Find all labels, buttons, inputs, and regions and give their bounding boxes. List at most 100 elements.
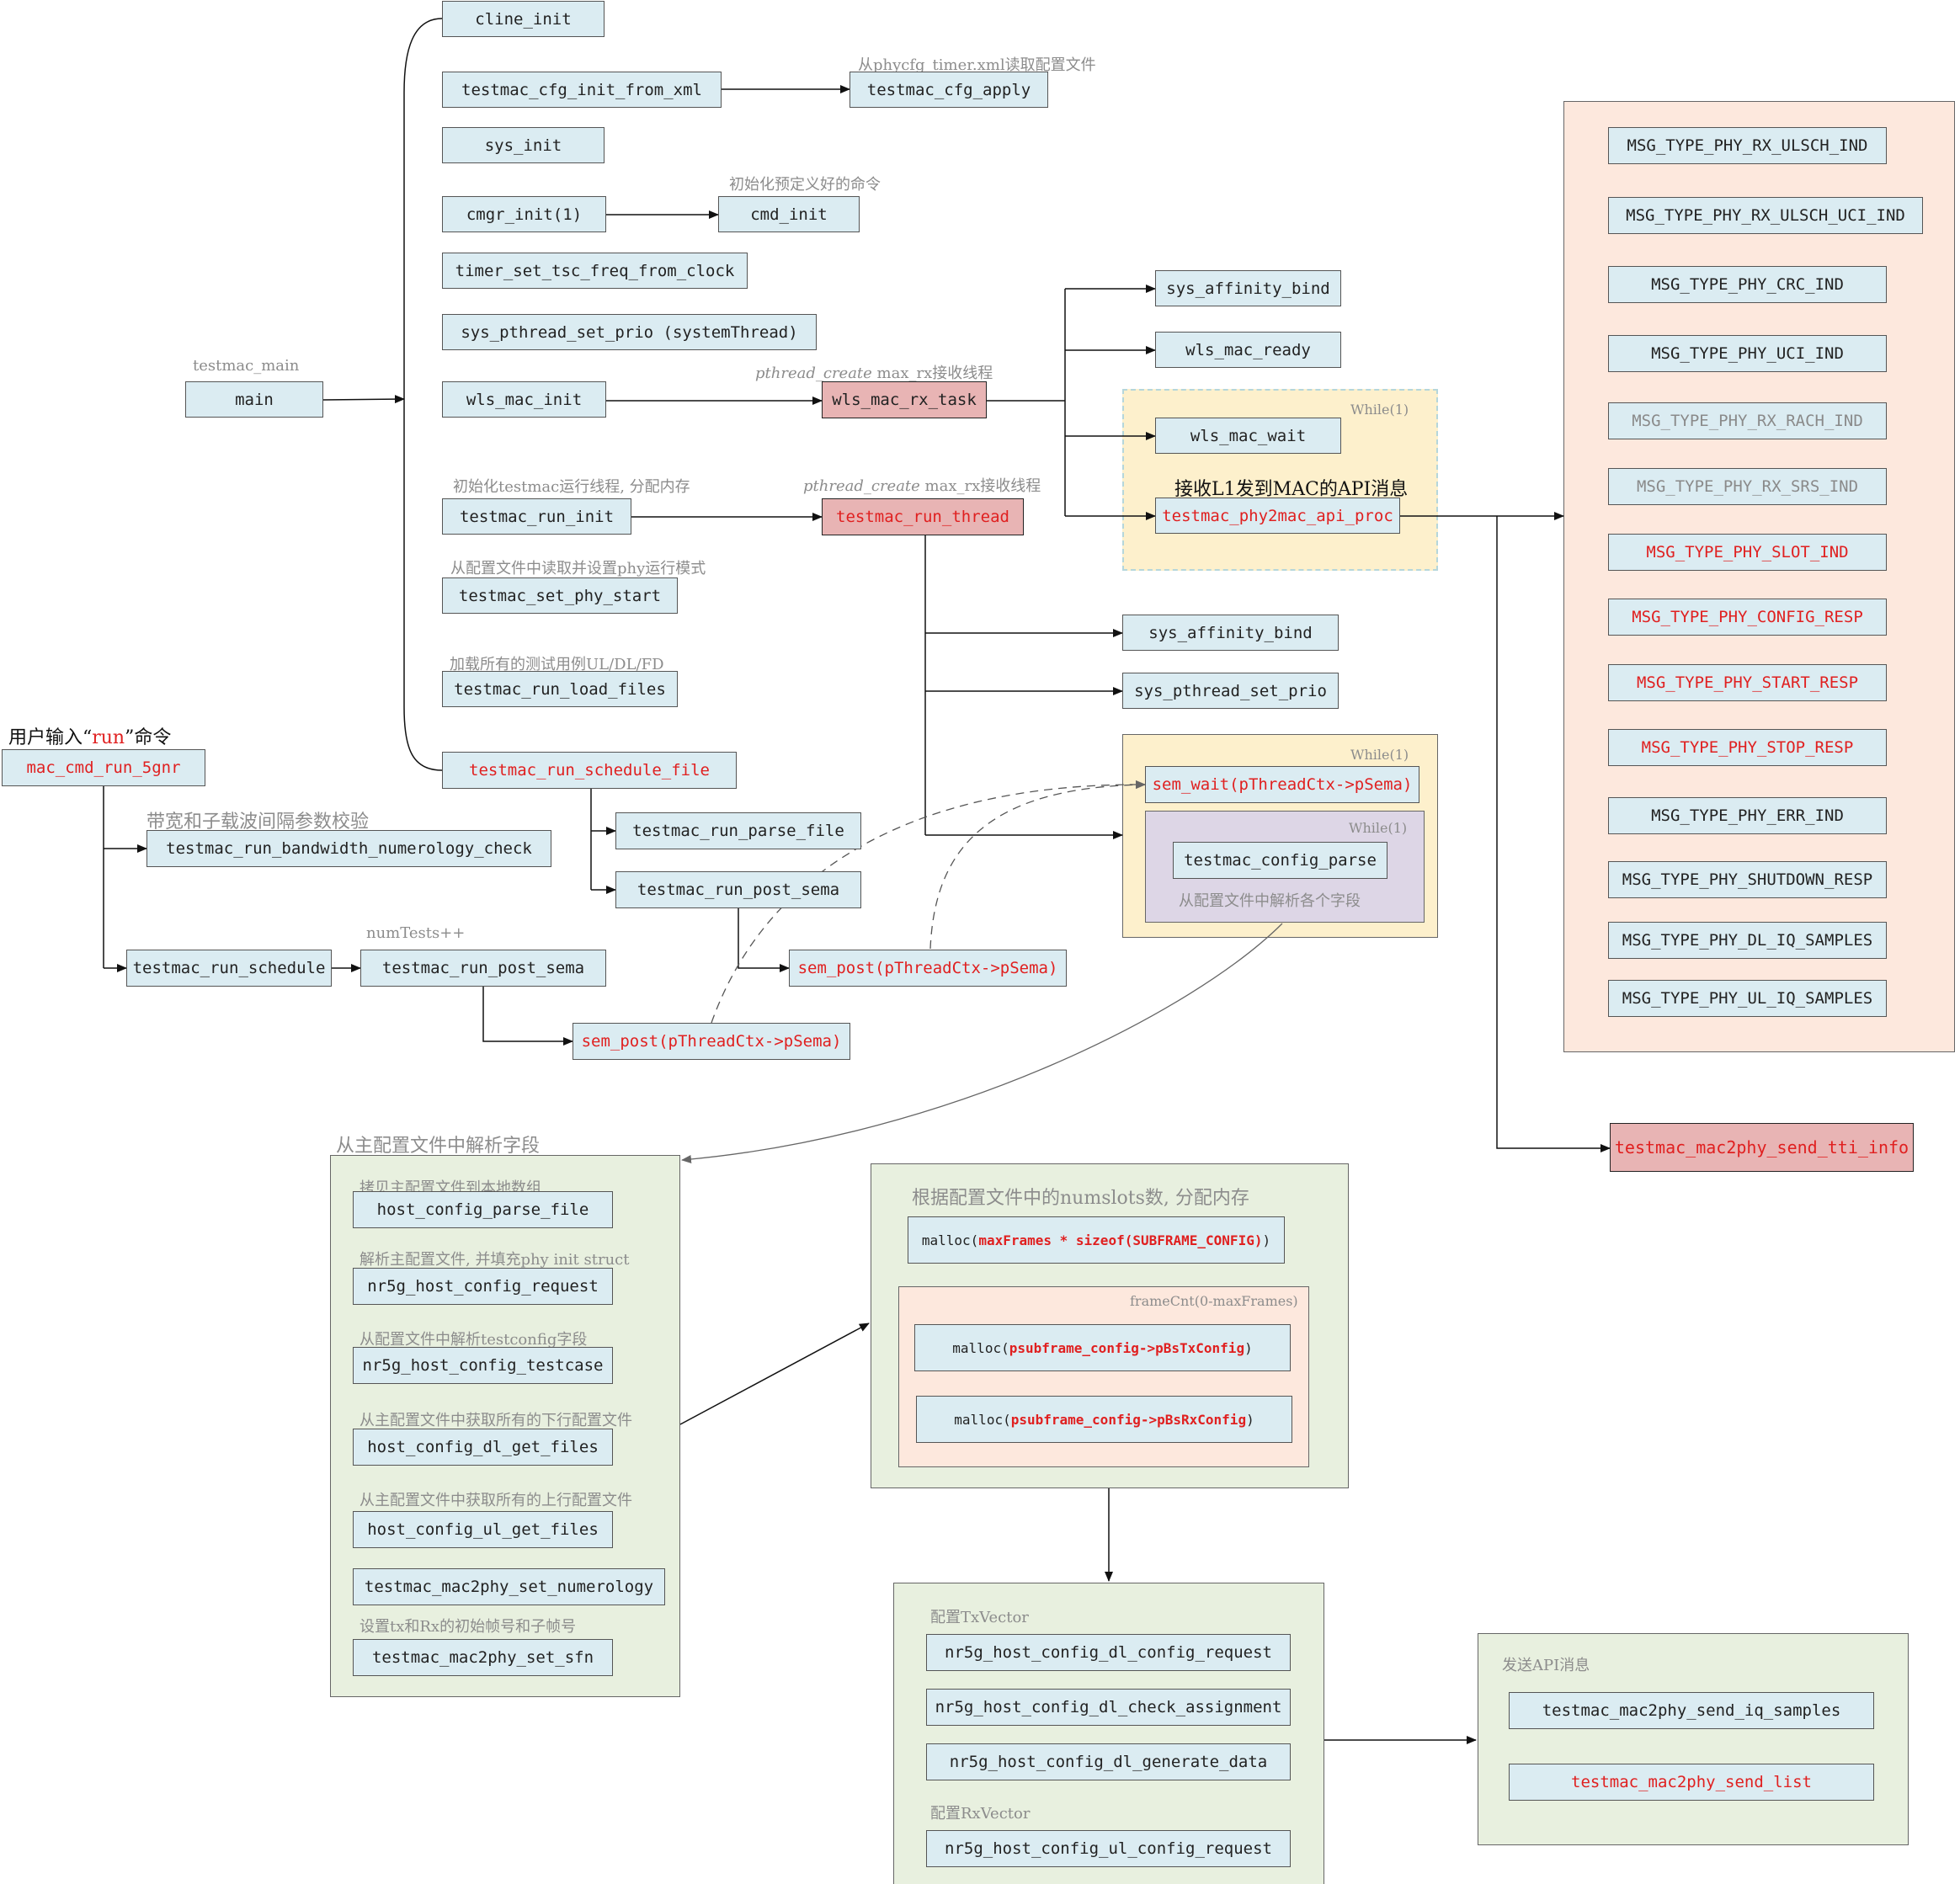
malloc-fn-1: malloc( (921, 1232, 979, 1248)
label-read-phycfg: 从phycfg_timer.xml读取配置文件 (858, 56, 1096, 74)
host-config-parse-panel (330, 1155, 680, 1697)
node-main[interactable]: main (185, 381, 323, 418)
node-set-sfn[interactable]: testmac_mac2phy_set_sfn (353, 1639, 613, 1676)
label-send-api: 发送API消息 (1502, 1657, 1590, 1674)
malloc-close-3: ) (1246, 1411, 1254, 1428)
label-get-dl-files: 从主配置文件中获取所有的下行配置文件 (360, 1412, 632, 1429)
api-proc-to-tti-info-arrow (1496, 516, 1611, 1152)
node-sys-affinity-bind-2[interactable]: sys_affinity_bind (1122, 615, 1339, 651)
node-cfg-apply[interactable]: testmac_cfg_apply (850, 72, 1048, 108)
pthread-create-text: pthread_create (755, 365, 872, 382)
label-recv-l1: 接收L1发到MAC的API消息 (1174, 479, 1409, 500)
node-run-thread[interactable]: testmac_run_thread (822, 498, 1024, 535)
node-host-config-parse-file[interactable]: host_config_parse_file (353, 1191, 613, 1228)
node-timer-set[interactable]: timer_set_tsc_freq_from_clock (442, 253, 748, 289)
label-while-1-parse: While(1) (1349, 820, 1408, 836)
label-bw-check: 带宽和子载波间隔参数校验 (146, 812, 370, 833)
node-wls-mac-rx-task[interactable]: wls_mac_rx_task (822, 381, 987, 418)
node-post-sema-2[interactable]: testmac_run_post_sema (360, 950, 606, 987)
user-input-pre: 用户输入“ (8, 727, 93, 748)
node-send-tti-info[interactable]: testmac_mac2phy_send_tti_info (1610, 1123, 1914, 1172)
node-dl-check-assignment[interactable]: nr5g_host_config_dl_check_assignment (926, 1689, 1291, 1726)
label-parse-fill-phy: 解析主配置文件, 并填充phy init struct (360, 1251, 630, 1269)
node-set-numerology[interactable]: testmac_mac2phy_set_numerology (353, 1568, 665, 1605)
node-sys-affinity-bind-1[interactable]: sys_affinity_bind (1155, 270, 1341, 306)
node-cfg-init-from-xml[interactable]: testmac_cfg_init_from_xml (442, 72, 722, 108)
node-cmd-init[interactable]: cmd_init (718, 196, 860, 232)
node-ul-config-request[interactable]: nr5g_host_config_ul_config_request (926, 1830, 1291, 1867)
malloc-close-2: ) (1244, 1339, 1253, 1356)
node-run-init[interactable]: testmac_run_init (442, 498, 631, 535)
msg-dl-iq-samples[interactable]: MSG_TYPE_PHY_DL_IQ_SAMPLES (1608, 922, 1887, 959)
node-nr5g-host-config-testcase[interactable]: nr5g_host_config_testcase (353, 1347, 613, 1384)
malloc-fn-3: malloc( (954, 1411, 1011, 1428)
node-load-files[interactable]: testmac_run_load_files (442, 671, 678, 707)
user-input-post: ”命令 (125, 727, 172, 748)
node-malloc-rx[interactable]: malloc(psubframe_config->pBsRxConfig) (916, 1396, 1292, 1443)
node-bandwidth-check[interactable]: testmac_run_bandwidth_numerology_check (146, 830, 551, 867)
node-run-schedule-file[interactable]: testmac_run_schedule_file (442, 752, 737, 789)
label-parse-main-cfg: 从主配置文件中解析字段 (336, 1136, 541, 1157)
node-dl-generate-data[interactable]: nr5g_host_config_dl_generate_data (926, 1743, 1291, 1780)
node-config-parse[interactable]: testmac_config_parse (1173, 842, 1387, 879)
msg-stop-resp[interactable]: MSG_TYPE_PHY_STOP_RESP (1608, 729, 1887, 766)
node-sys-init[interactable]: sys_init (442, 127, 605, 163)
sem-post-2-to-sem-wait-dashed (929, 780, 1146, 950)
node-parse-file[interactable]: testmac_run_parse_file (615, 812, 861, 849)
msg-uci-ind[interactable]: MSG_TYPE_PHY_UCI_IND (1608, 335, 1887, 372)
node-host-config-ul-get-files[interactable]: host_config_ul_get_files (353, 1511, 613, 1548)
msg-rx-ulsch-ind[interactable]: MSG_TYPE_PHY_RX_ULSCH_IND (1608, 127, 1887, 164)
malloc-rx-arg: psubframe_config->pBsRxConfig (1010, 1411, 1247, 1428)
node-post-sema-1[interactable]: testmac_run_post_sema (615, 871, 861, 908)
main-to-init-chain-arrow (322, 395, 405, 404)
node-set-phy-start[interactable]: testmac_set_phy_start (442, 577, 678, 614)
node-sem-post-2[interactable]: sem_post(pThreadCtx->pSema) (573, 1023, 850, 1060)
malloc-frames-arg: maxFrames * sizeof(SUBFRAME_CONFIG) (978, 1232, 1263, 1248)
config-parse-to-host-panel-curve (681, 923, 1283, 1164)
msg-ul-iq-samples[interactable]: MSG_TYPE_PHY_UL_IQ_SAMPLES (1608, 980, 1887, 1017)
node-wls-mac-wait[interactable]: wls_mac_wait (1155, 418, 1341, 454)
node-cline-init[interactable]: cline_init (442, 1, 605, 37)
node-sys-pthread-set-prio[interactable]: sys_pthread_set_prio (1122, 673, 1339, 709)
node-sys-pthread-set-prio-sys[interactable]: sys_pthread_set_prio (systemThread) (442, 314, 817, 350)
node-nr5g-host-config-request[interactable]: nr5g_host_config_request (353, 1268, 613, 1305)
post-sema-to-sem-post-arrow (738, 908, 790, 972)
msg-shutdown-resp[interactable]: MSG_TYPE_PHY_SHUTDOWN_RESP (1608, 861, 1887, 898)
malloc-tx-arg: psubframe_config->pBsTxConfig (1009, 1339, 1245, 1356)
node-sem-wait[interactable]: sem_wait(pThreadCtx->pSema) (1145, 766, 1419, 803)
msg-start-resp[interactable]: MSG_TYPE_PHY_START_RESP (1608, 664, 1887, 701)
node-wls-mac-init[interactable]: wls_mac_init (442, 381, 606, 418)
label-alloc-by-numslots: 根据配置文件中的numslots数, 分配内存 (912, 1188, 1249, 1209)
node-send-list[interactable]: testmac_mac2phy_send_list (1509, 1764, 1874, 1801)
node-wls-mac-ready[interactable]: wls_mac_ready (1155, 332, 1341, 368)
label-num-tests: numTests++ (366, 924, 466, 942)
node-send-iq-samples[interactable]: testmac_mac2phy_send_iq_samples (1509, 1692, 1874, 1729)
malloc-fn-2: malloc( (952, 1339, 1009, 1356)
msg-crc-ind[interactable]: MSG_TYPE_PHY_CRC_IND (1608, 266, 1887, 303)
node-dl-config-request[interactable]: nr5g_host_config_dl_config_request (926, 1634, 1291, 1671)
label-load-cases: 加载所有的测试用例UL/DL/FD (450, 656, 664, 673)
label-parse-testconfig: 从配置文件中解析testconfig字段 (360, 1331, 588, 1349)
node-host-config-dl-get-files[interactable]: host_config_dl_get_files (353, 1429, 613, 1466)
init-chain-bracket (403, 18, 443, 771)
rx-task-branch (987, 289, 1066, 516)
node-sem-post-1[interactable]: sem_post(pThreadCtx->pSema) (789, 950, 1067, 987)
node-run-schedule[interactable]: testmac_run_schedule (126, 950, 332, 987)
msg-err-ind[interactable]: MSG_TYPE_PHY_ERR_IND (1608, 797, 1887, 834)
rx-thread-text-2: max_rx接收线程 (919, 477, 1041, 495)
pthread-create-text-2: pthread_create (803, 477, 920, 495)
msg-rx-ulsch-uci-ind[interactable]: MSG_TYPE_PHY_RX_ULSCH_UCI_IND (1608, 197, 1923, 234)
msg-slot-ind[interactable]: MSG_TYPE_PHY_SLOT_IND (1608, 534, 1887, 571)
node-malloc-frames[interactable]: malloc(maxFrames * sizeof(SUBFRAME_CONFI… (908, 1216, 1285, 1264)
msg-rx-srs-ind[interactable]: MSG_TYPE_PHY_RX_SRS_IND (1608, 468, 1887, 505)
node-malloc-tx[interactable]: malloc(psubframe_config->pBsTxConfig) (914, 1324, 1291, 1371)
label-init-cmds: 初始化预定义好的命令 (729, 176, 881, 194)
msg-rx-rach-ind[interactable]: MSG_TYPE_PHY_RX_RACH_IND (1608, 402, 1887, 439)
node-phy2mac-api-proc[interactable]: testmac_phy2mac_api_proc (1155, 498, 1400, 534)
msg-config-resp[interactable]: MSG_TYPE_PHY_CONFIG_RESP (1608, 599, 1887, 636)
node-cmgr-init[interactable]: cmgr_init(1) (442, 196, 606, 232)
node-mac-cmd-run-5gnr[interactable]: mac_cmd_run_5gnr (2, 749, 205, 786)
label-framecnt: frameCnt(0-maxFrames) (1130, 1293, 1298, 1309)
